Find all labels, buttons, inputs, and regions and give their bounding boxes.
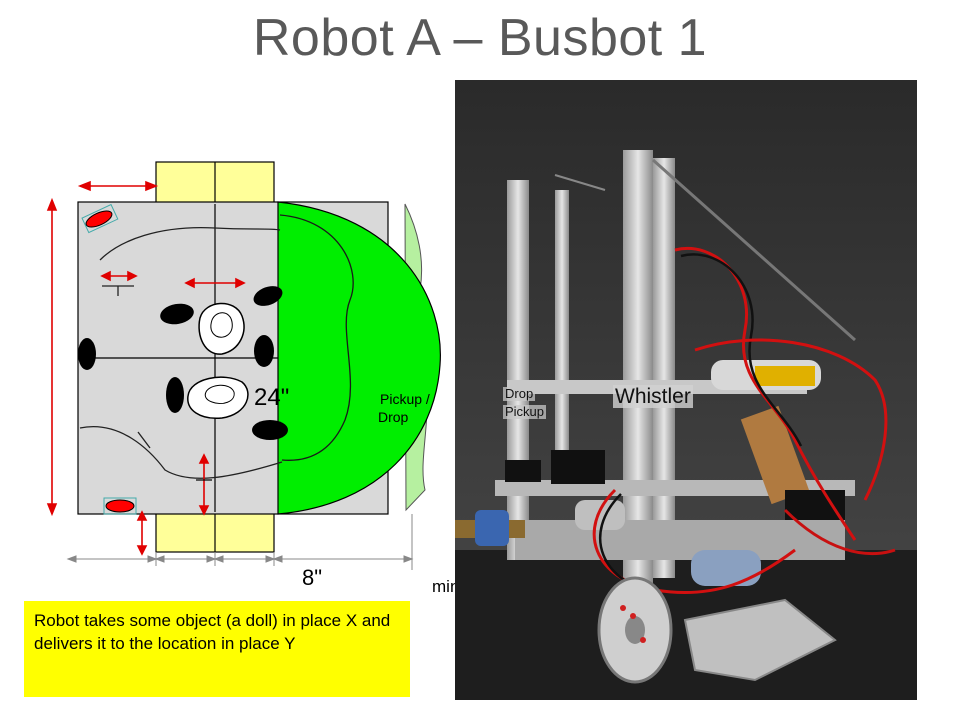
photo-pickup-label: Pickup: [503, 404, 547, 420]
photo-whistler-label: Whistler: [613, 385, 693, 409]
robot-photo: Drop Pickup Whistler: [455, 80, 917, 700]
slide-title: Robot A – Busbot 1: [252, 9, 708, 67]
dimension-8-label: 8": [302, 565, 322, 590]
pickup-label: Pickup /: [380, 391, 430, 407]
red-marker-bottom: [105, 499, 135, 513]
drop-label: Drop: [378, 409, 409, 425]
green-zone: [277, 201, 441, 515]
caption-box: Robot takes some object (a doll) in plac…: [24, 601, 410, 697]
photo-drop-label: Drop: [503, 386, 536, 402]
red-marker-top: [85, 210, 113, 228]
dimension-24-label: 24": [254, 384, 289, 411]
